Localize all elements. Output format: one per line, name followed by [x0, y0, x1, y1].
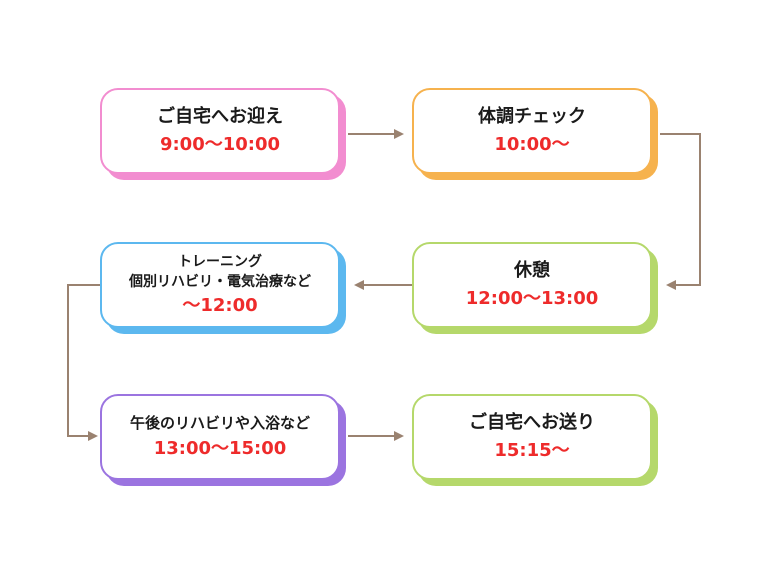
step-title: 体調チェック	[478, 105, 586, 127]
step-card: ご自宅へお迎え 9:00〜10:00	[100, 88, 340, 174]
step-dropoff: ご自宅へお送り 15:15〜	[412, 394, 658, 486]
step-time: 15:15〜	[494, 440, 570, 461]
step-time: 12:00〜13:00	[465, 288, 599, 309]
step-title-line-1: トレーニング	[178, 253, 262, 270]
step-card: ご自宅へお送り 15:15〜	[412, 394, 652, 480]
arrow-health-check-to-break	[660, 133, 701, 290]
step-time: 〜12:00	[182, 295, 258, 317]
step-training: トレーニング 個別リハビリ・電気治療など 〜12:00	[100, 242, 346, 334]
step-time: 9:00〜10:00	[159, 134, 281, 155]
step-title: ご自宅へお送り	[469, 411, 595, 433]
step-card: 休憩 12:00〜13:00	[412, 242, 652, 328]
step-afternoon: 午後のリハビリや入浴など 13:00〜15:00	[100, 394, 346, 486]
step-health-check: 体調チェック 10:00〜	[412, 88, 658, 180]
step-title: 休憩	[514, 259, 550, 281]
step-title: ご自宅へお迎え	[157, 105, 283, 127]
step-card: 体調チェック 10:00〜	[412, 88, 652, 174]
step-card: トレーニング 個別リハビリ・電気治療など 〜12:00	[100, 242, 340, 328]
arrow-training-to-afternoon	[67, 284, 100, 441]
step-break: 休憩 12:00〜13:00	[412, 242, 658, 334]
step-time: 13:00〜15:00	[153, 437, 287, 459]
step-pickup: ご自宅へお迎え 9:00〜10:00	[100, 88, 346, 180]
step-title-line-2: 個別リハビリ・電気治療など	[129, 273, 311, 290]
step-card: 午後のリハビリや入浴など 13:00〜15:00	[100, 394, 340, 480]
step-time: 10:00〜	[494, 134, 570, 155]
step-title: 午後のリハビリや入浴など	[129, 413, 310, 432]
